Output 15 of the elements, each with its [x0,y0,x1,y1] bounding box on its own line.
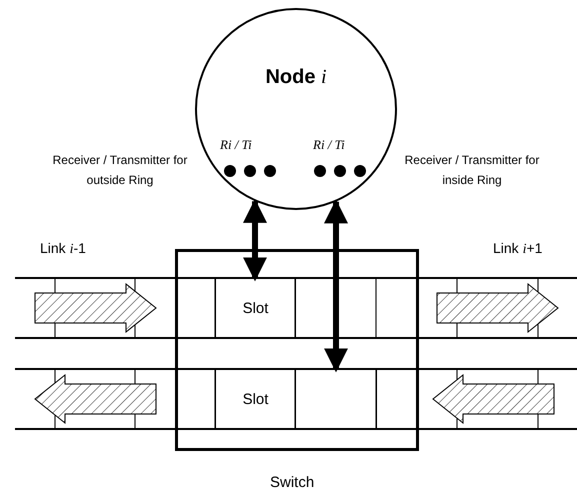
node-circle [195,8,397,210]
switch-box [175,249,419,451]
double-arrow [243,198,267,282]
switch-label: Switch [270,474,314,491]
port-label: Ri / Ti [220,137,252,153]
slot-label: Slot [242,300,268,317]
slot-label: Slot [242,391,268,408]
link-label: Link i-1 [40,240,86,258]
port-label: Ri / Ti [313,137,345,153]
node-title: Node i [264,66,328,89]
link-label: Link i+1 [493,240,542,258]
transceiver-caption: Receiver / Transmitter for outside Ring [52,152,188,189]
slot-cell [215,279,296,338]
transceiver-caption: Receiver / Transmitter for inside Ring [404,152,540,189]
double-arrow [324,199,348,372]
